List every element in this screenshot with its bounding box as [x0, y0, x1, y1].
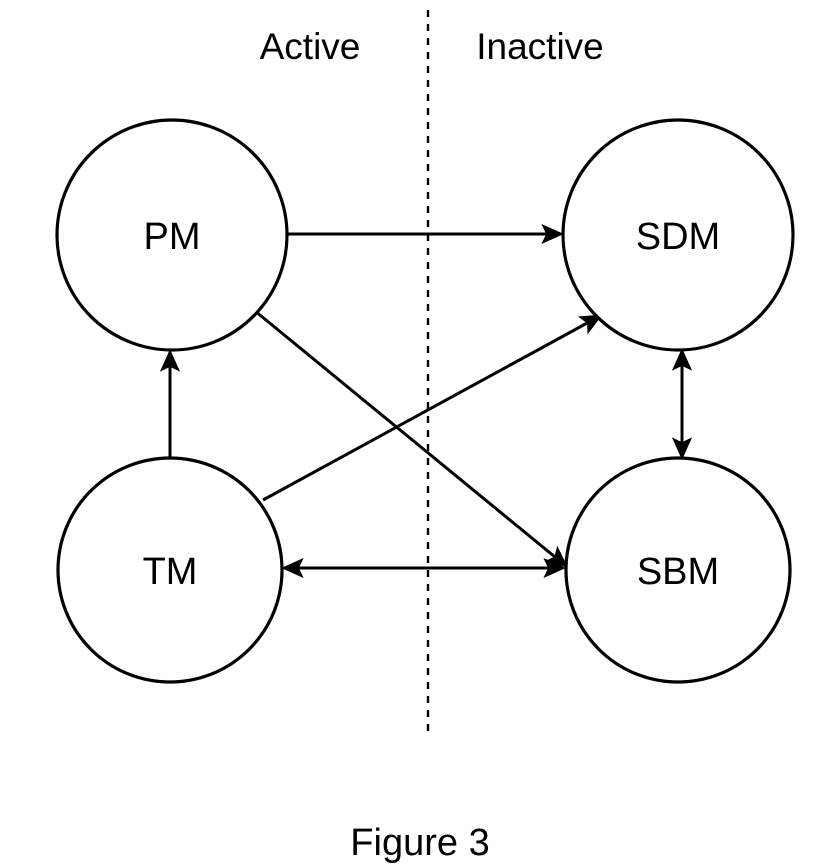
- node-pm-label: PM: [144, 216, 201, 258]
- node-sbm-label: SBM: [637, 551, 719, 593]
- node-pm[interactable]: PM: [55, 118, 289, 352]
- edge-pm-to-sbm: [254, 309, 569, 568]
- region-label-active: Active: [260, 26, 361, 67]
- node-tm-label: TM: [143, 551, 198, 593]
- node-sdm-label: SDM: [636, 216, 720, 258]
- node-sbm-circle[interactable]: [564, 456, 792, 684]
- node-tm[interactable]: TM: [56, 456, 284, 684]
- node-pm-circle[interactable]: [55, 118, 289, 352]
- node-sbm[interactable]: SBM: [564, 456, 792, 684]
- node-sdm-circle[interactable]: [561, 118, 795, 352]
- edge-tm-to-sdm: [262, 314, 603, 502]
- figure-caption: Figure 3: [350, 822, 489, 864]
- region-label-inactive: Inactive: [476, 26, 604, 67]
- node-tm-circle[interactable]: [56, 456, 284, 684]
- node-sdm[interactable]: SDM: [561, 118, 795, 352]
